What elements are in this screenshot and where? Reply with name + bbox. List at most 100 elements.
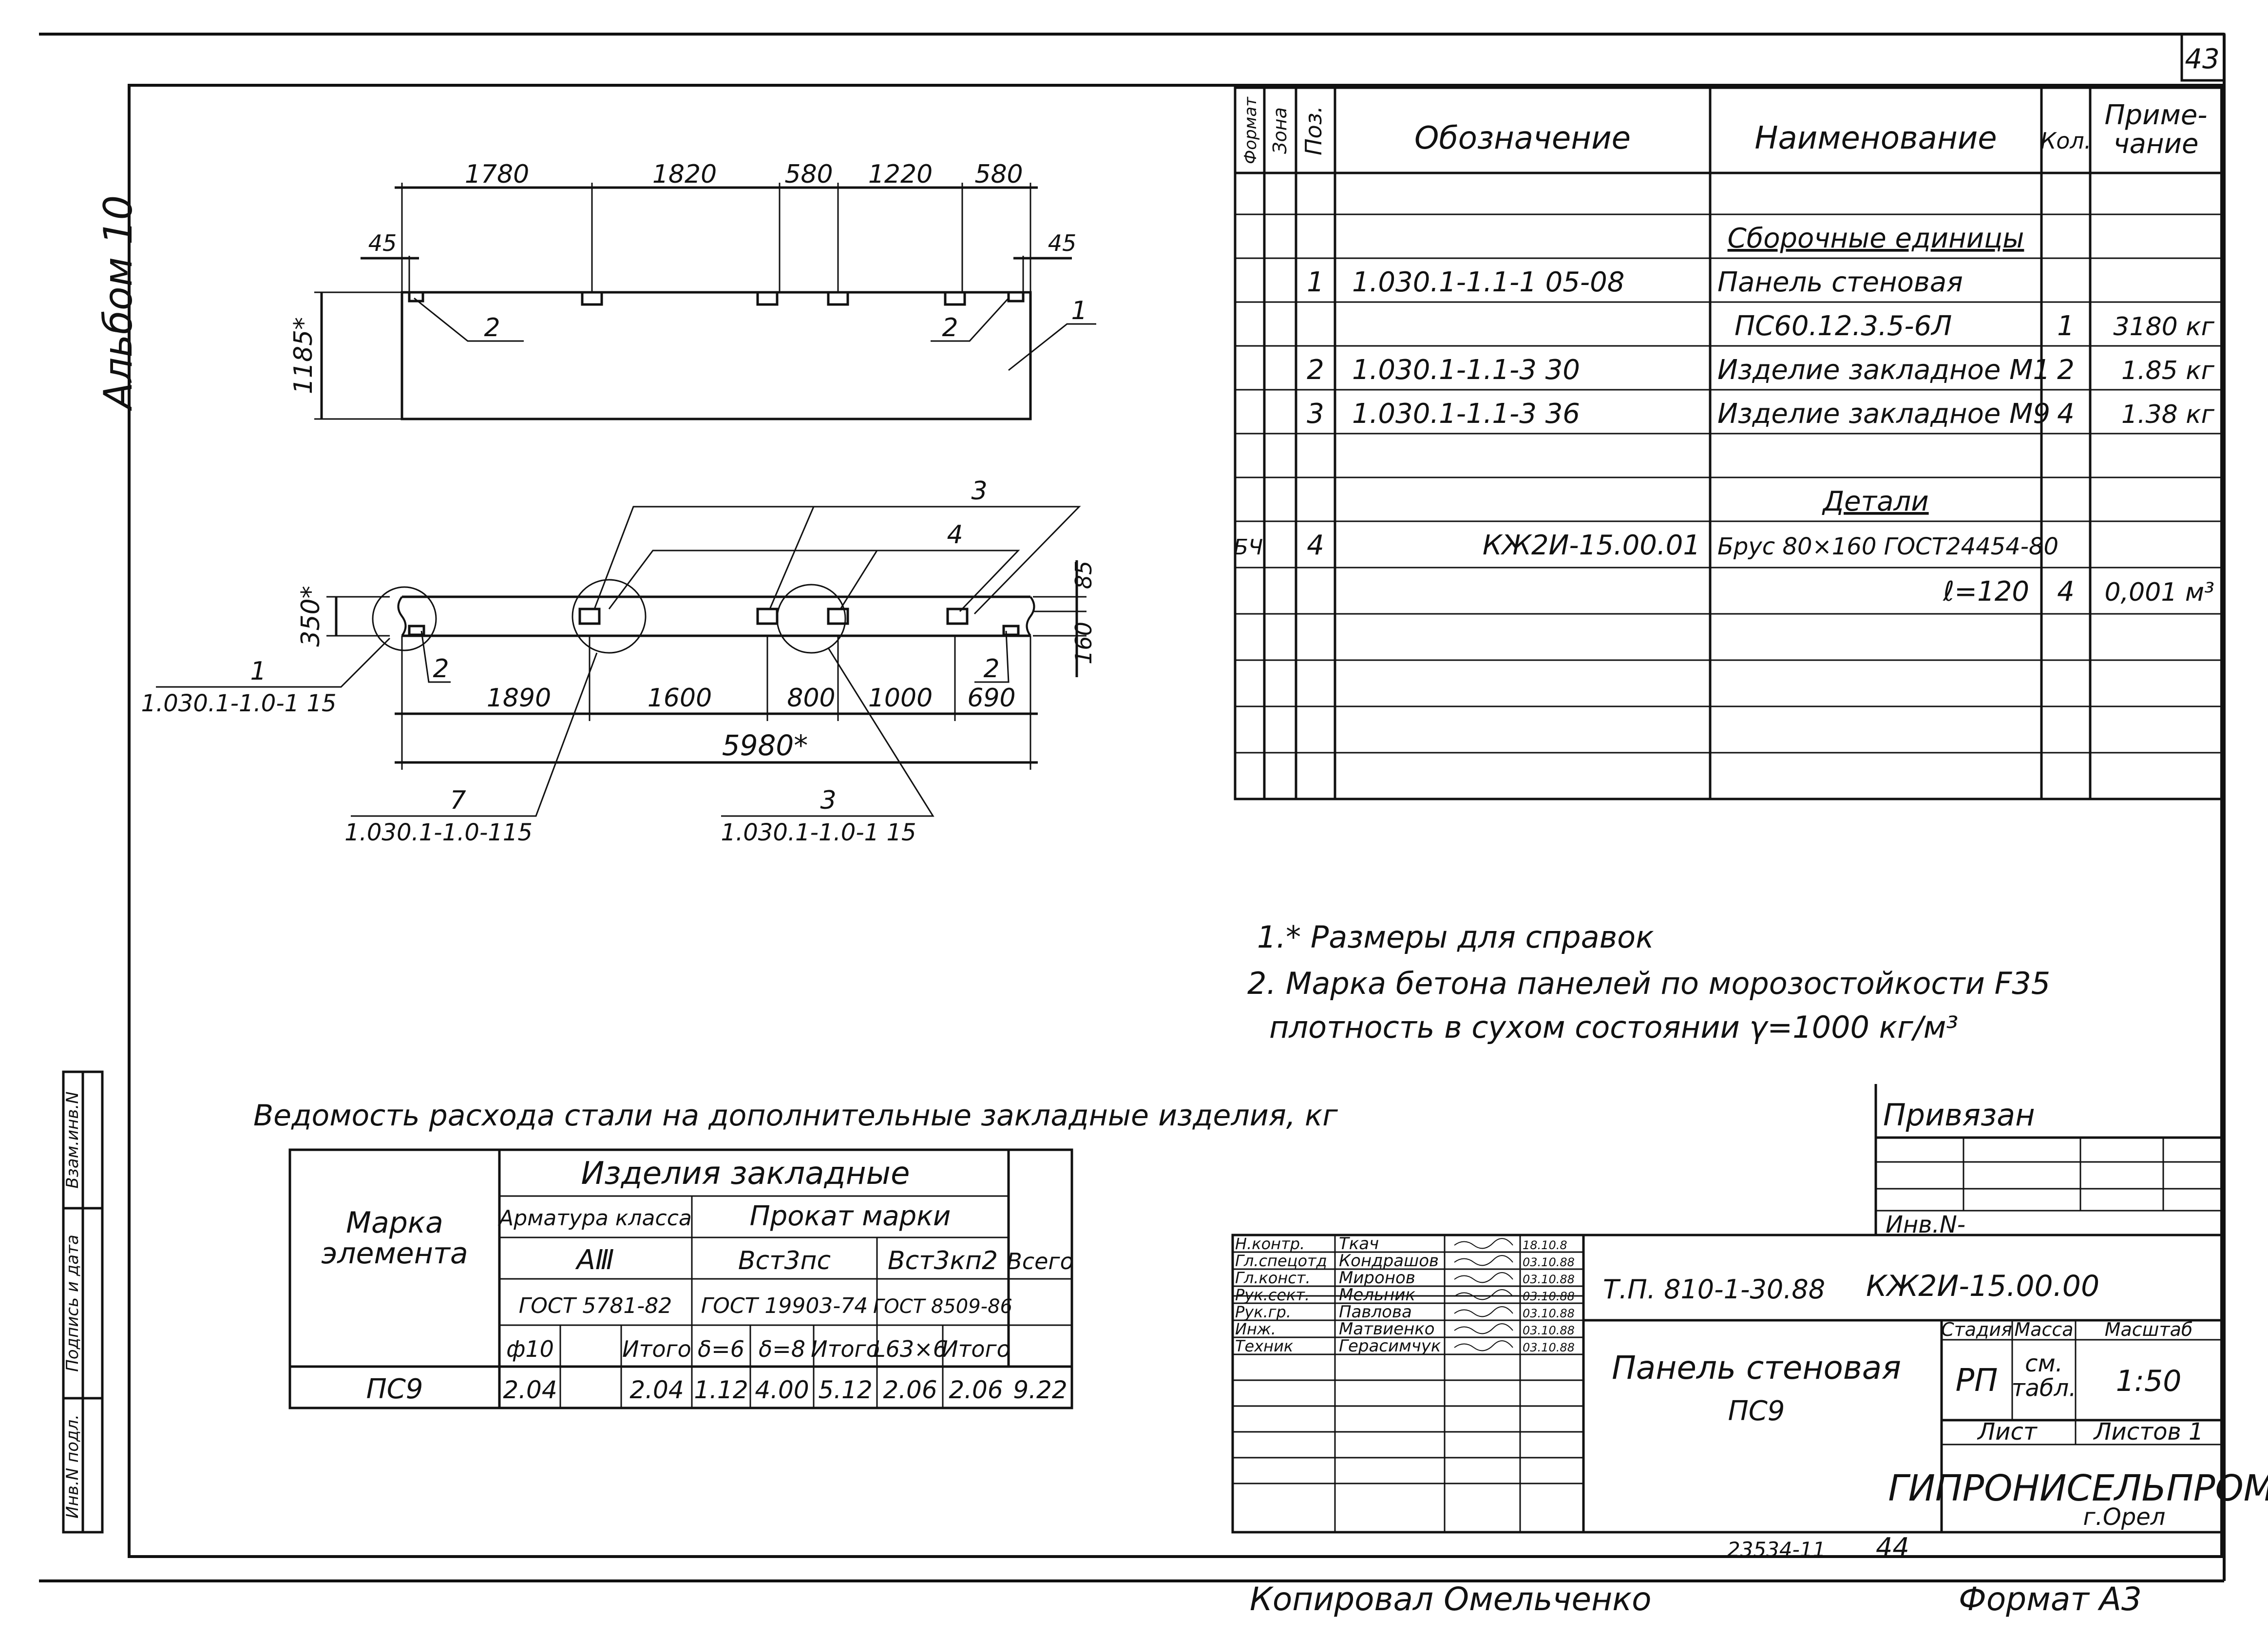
signature-scribble bbox=[1454, 1289, 1513, 1300]
steel-title: Ведомость расхода стали на дополнительны… bbox=[253, 1099, 1338, 1133]
signer-name: Ткач bbox=[1339, 1234, 1379, 1254]
signer-role: Техник bbox=[1235, 1337, 1294, 1355]
spec-pos-cell: 4 bbox=[1307, 530, 1324, 561]
signer-name: Кондрашов bbox=[1339, 1251, 1439, 1271]
signature-scribble bbox=[1454, 1323, 1513, 1334]
spec-format-cell: БЧ bbox=[1234, 535, 1263, 560]
frame bbox=[39, 33, 2226, 1582]
note-1: 1.* Размеры для справок bbox=[1257, 919, 1654, 955]
spec-h-zone: Зона bbox=[1269, 107, 1291, 154]
steel-h-group: Изделия закладные bbox=[581, 1156, 910, 1192]
signer-date: 03.10.88 bbox=[1523, 1290, 1575, 1303]
side-stamp-sign: Подпись и дата bbox=[63, 1235, 82, 1372]
section-view: 3 4 350* 85 160 2 2 1890 1600 800 1000 6… bbox=[141, 476, 1097, 846]
callout-3: 3 bbox=[971, 476, 987, 506]
signer-role: Н.контр. bbox=[1235, 1235, 1305, 1253]
spec-row-lines bbox=[1235, 213, 2222, 754]
spec-designation-cell: 1.030.1-1.1-3 36 bbox=[1352, 398, 1580, 430]
spec-pos-cell: 2 bbox=[1307, 354, 1324, 386]
signature-scribble bbox=[1454, 1340, 1513, 1351]
privyazan-title: Привязан bbox=[1883, 1097, 2035, 1133]
tb-h-scale: Масштаб bbox=[2105, 1319, 2193, 1340]
dim-5980: 5980* bbox=[722, 729, 808, 762]
steel-h-gost1: ГОСТ 5781-82 bbox=[519, 1293, 672, 1318]
signer-role: Инж. bbox=[1235, 1320, 1276, 1338]
dim-580-a: 580 bbox=[784, 160, 833, 189]
steel-h-vst3ps: Вст3пс bbox=[738, 1246, 831, 1275]
tb-city: г.Орел bbox=[2083, 1503, 2166, 1531]
privyazan-block: Привязан Инв.N- bbox=[1874, 1084, 2222, 1238]
steel-row-value: 5.12 bbox=[818, 1376, 872, 1404]
spec-h-qty: Кол. bbox=[2040, 128, 2092, 154]
tb-project: Т.П. 810-1-30.88 bbox=[1603, 1274, 1825, 1305]
steel-row-value: 2.06 bbox=[949, 1376, 1003, 1404]
format-label: Формат А3 bbox=[1959, 1580, 2142, 1618]
signer-date: 18.10.8 bbox=[1523, 1238, 1567, 1252]
ref-num-1: 1 bbox=[250, 657, 266, 686]
tb-subtitle: ПС9 bbox=[1728, 1395, 1785, 1427]
spec-h-name: Наименование bbox=[1754, 120, 1997, 156]
signature-scribble bbox=[1454, 1306, 1513, 1317]
spec-pos-cell: 1 bbox=[1307, 266, 1324, 298]
tb-designation: КЖ2И-15.00.00 bbox=[1866, 1269, 2099, 1303]
tb-h-mass: Масса bbox=[2014, 1319, 2073, 1340]
signature-scribble bbox=[1454, 1272, 1513, 1283]
steel-row-value: 2.04 bbox=[629, 1376, 684, 1404]
steel-subcol-header: Итого bbox=[941, 1336, 1010, 1362]
spec-section-heading: Сборочные единицы bbox=[1728, 223, 2024, 254]
steel-row-value: 4.00 bbox=[755, 1376, 809, 1404]
bottom-texts: 23534-11 44 Копировал Омельченко Формат … bbox=[1250, 1532, 2142, 1618]
dim-1220: 1220 bbox=[868, 160, 933, 189]
steel-h-vst3kp2: Вст3кп2 bbox=[888, 1246, 998, 1275]
spec-name-cell: Изделие закладное М1 bbox=[1717, 354, 2050, 386]
signer-date: 03.10.88 bbox=[1523, 1307, 1575, 1320]
steel-row-value: 2.04 bbox=[503, 1376, 557, 1404]
spec-note-cell: 1.38 кг bbox=[2121, 400, 2215, 429]
tb-scale: 1:50 bbox=[2116, 1364, 2182, 1398]
ref-code-3: 1.030.1-1.0-1 15 bbox=[721, 819, 916, 846]
signer-role: Гл.конст. bbox=[1235, 1269, 1311, 1287]
steel-table: Ведомость расхода стали на дополнительны… bbox=[253, 1099, 1338, 1409]
callout-2-right: 2 bbox=[942, 313, 958, 342]
tb-org: ГИПРОНИСЕЛЬПРОМ bbox=[1888, 1467, 2268, 1509]
tb-stage: РП bbox=[1956, 1363, 1998, 1399]
spec-qty-cell: 2 bbox=[2057, 354, 2075, 386]
ref-num-3: 3 bbox=[820, 786, 836, 815]
steel-h-arm: Арматура класса bbox=[497, 1206, 692, 1231]
signer-date: 03.10.88 bbox=[1523, 1273, 1575, 1286]
dim-1600: 1600 bbox=[648, 684, 712, 713]
steel-row-value: 9.22 bbox=[1013, 1376, 1067, 1404]
signature-scribble bbox=[1454, 1255, 1513, 1266]
side-stamp-inv: Инв.N подл. bbox=[63, 1414, 82, 1519]
ref-num-7: 7 bbox=[450, 786, 466, 815]
tb-h-sheet: Лист bbox=[1977, 1418, 2038, 1445]
steel-subcol-header: ф10 bbox=[506, 1336, 554, 1362]
callout-1: 1 bbox=[1071, 296, 1087, 325]
signer-name: Миронов bbox=[1339, 1268, 1415, 1288]
spec-qty-cell: 4 bbox=[2057, 576, 2075, 608]
steel-h-gost2: ГОСТ 19903-74 bbox=[701, 1293, 868, 1318]
tb-mass: см.табл. bbox=[2012, 1350, 2077, 1402]
bottom-code: 23534-11 bbox=[1727, 1538, 1826, 1561]
steel-row-value: 1.12 bbox=[694, 1376, 748, 1404]
tb-h-sheets: Листов 1 bbox=[2093, 1418, 2203, 1445]
signer-name: Мельник bbox=[1339, 1285, 1415, 1305]
spec-h-format: Формат bbox=[1241, 96, 1260, 164]
spec-note-cell: 1.85 кг bbox=[2121, 356, 2215, 385]
signer-name: Матвиенко bbox=[1339, 1319, 1435, 1339]
spec-qty-cell: 1 bbox=[2057, 310, 2075, 342]
dim-800: 800 bbox=[787, 684, 835, 713]
spec-name-cell: ПС60.12.3.5-6Л bbox=[1734, 310, 1952, 342]
spec-h-note: Приме-чание bbox=[2105, 99, 2208, 160]
steel-h-gost3: ГОСТ 8509-86 bbox=[873, 1295, 1012, 1318]
note-2: 2. Марка бетона панелей по морозостойкос… bbox=[1247, 966, 2050, 1001]
spec-designation-cell: КЖ2И-15.00.01 bbox=[1483, 530, 1700, 561]
signer-role: Рук.гр. bbox=[1235, 1303, 1291, 1321]
steel-h-prokat: Прокат марки bbox=[750, 1200, 951, 1232]
steel-subcol-header: δ=6 bbox=[698, 1336, 744, 1362]
copied-by: Копировал Омельченко bbox=[1250, 1580, 1651, 1618]
